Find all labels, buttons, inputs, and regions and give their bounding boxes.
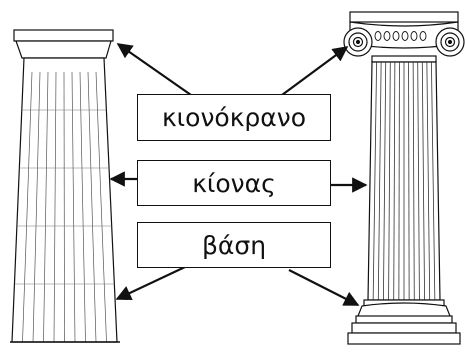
label-column: κίονας <box>137 160 331 206</box>
arrow-to-doric-base <box>115 266 186 301</box>
arrow-to-ionic-base <box>288 269 360 306</box>
arrow-to-doric-capital <box>116 43 192 96</box>
doric-column-drawing-icon <box>10 29 120 343</box>
arrow-to-ionic-capital <box>281 46 349 96</box>
label-capital: κιονόκρανο <box>137 94 331 141</box>
label-base: βάση <box>137 222 331 268</box>
ionic-column-drawing-icon <box>343 11 465 345</box>
